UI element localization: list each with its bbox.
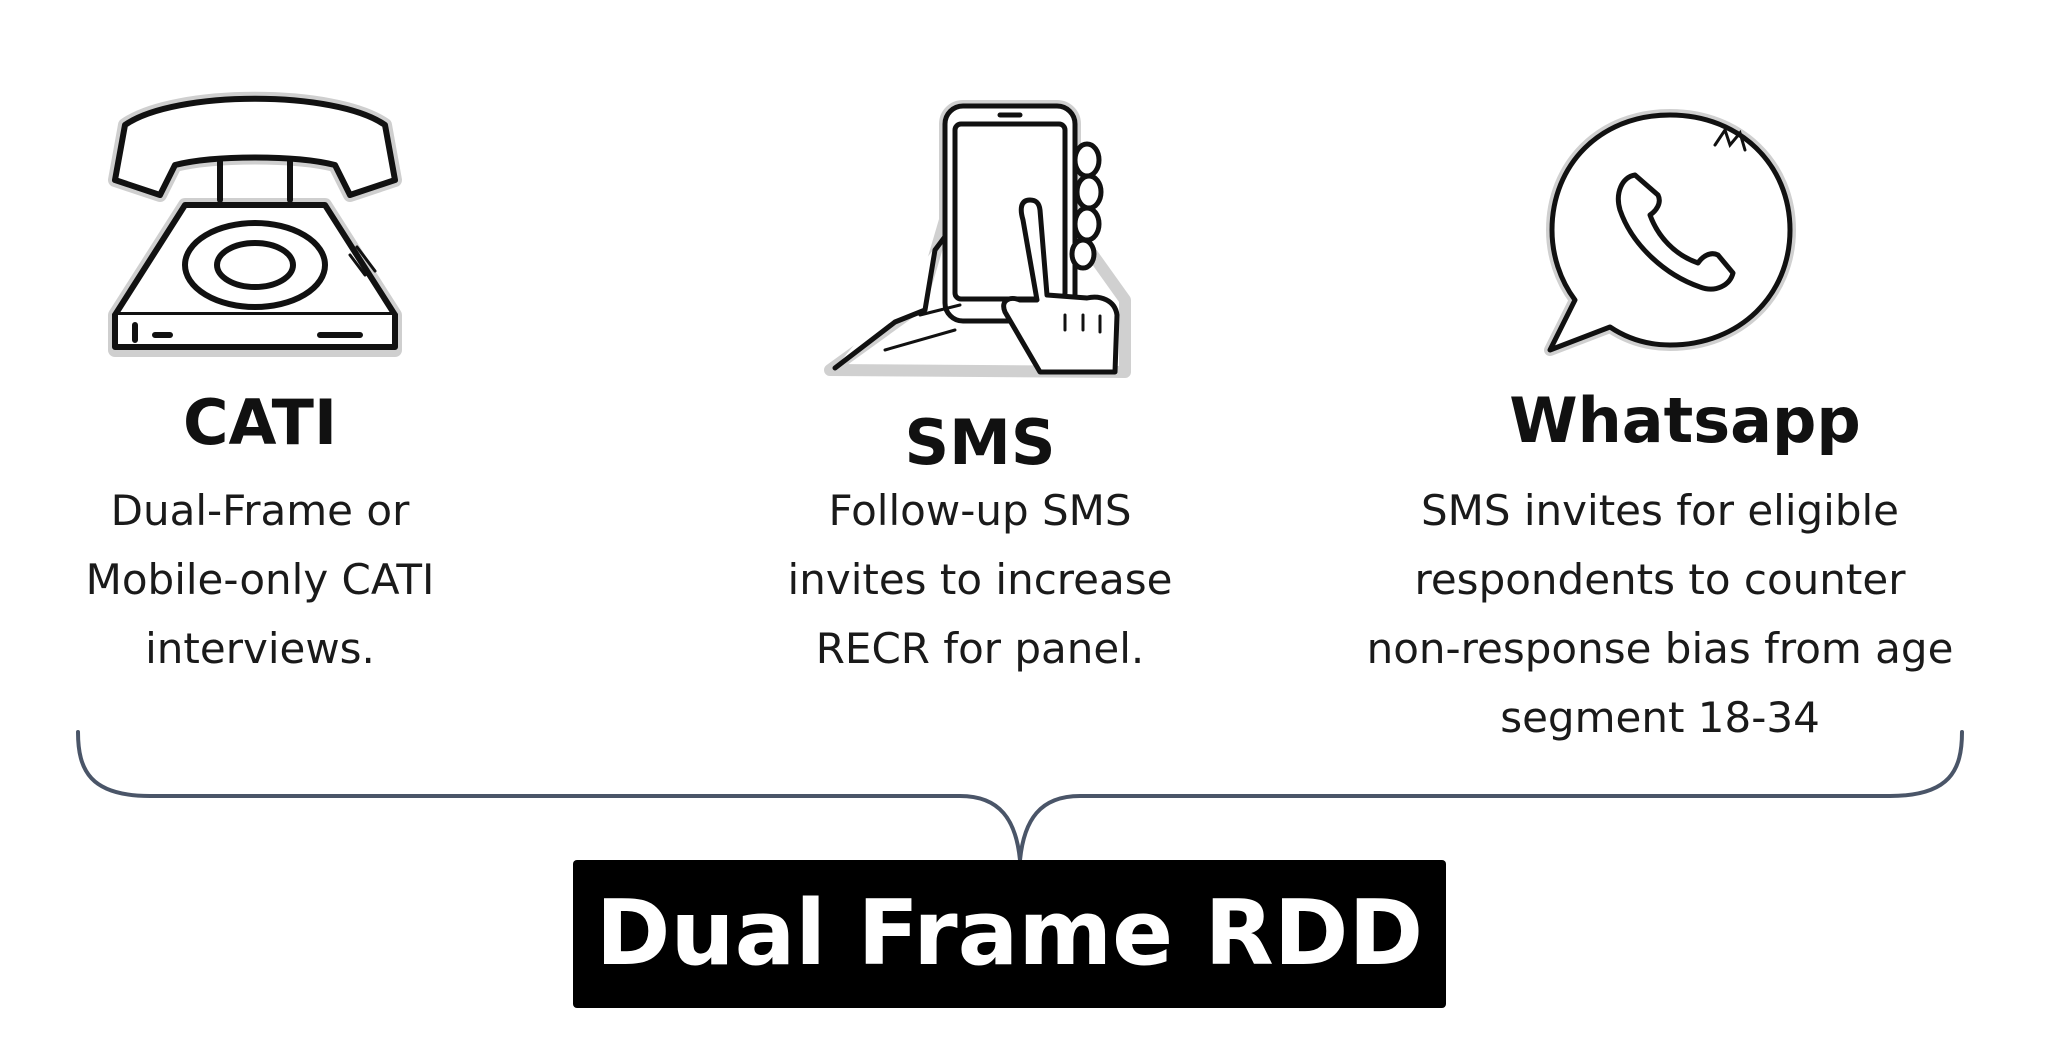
column-title-cati: CATI [182, 386, 338, 459]
description-line: Mobile-only CATI [85, 555, 435, 604]
column-description-cati: Dual-Frame or Mobile-only CATI interview… [20, 476, 500, 683]
description-line: interviews. [145, 624, 375, 673]
description-line: segment 18-34 [1500, 693, 1820, 742]
banner-label: Dual Frame RDD [595, 881, 1424, 986]
column-description-whatsapp: SMS invites for eligible respondents to … [1300, 476, 2020, 752]
description-line: non-response bias from age [1366, 624, 1954, 673]
description-line: respondents to counter [1414, 555, 1906, 604]
hand-holding-phone-icon [824, 100, 1135, 380]
column-description-sms: Follow-up SMS invites to increase RECR f… [730, 476, 1230, 683]
description-line: RECR for panel. [815, 624, 1145, 673]
description-line: Follow-up SMS [828, 486, 1132, 535]
whatsapp-icon [1540, 105, 1800, 356]
description-line: invites to increase [787, 555, 1173, 604]
column-title-sms: SMS [904, 406, 1056, 479]
description-line: SMS invites for eligible [1420, 486, 1900, 535]
column-title-whatsapp: Whatsapp [1509, 384, 1861, 457]
rotary-telephone-icon [95, 85, 415, 365]
description-line: Dual-Frame or [110, 486, 410, 535]
dual-frame-rdd-banner: Dual Frame RDD [573, 860, 1446, 1008]
